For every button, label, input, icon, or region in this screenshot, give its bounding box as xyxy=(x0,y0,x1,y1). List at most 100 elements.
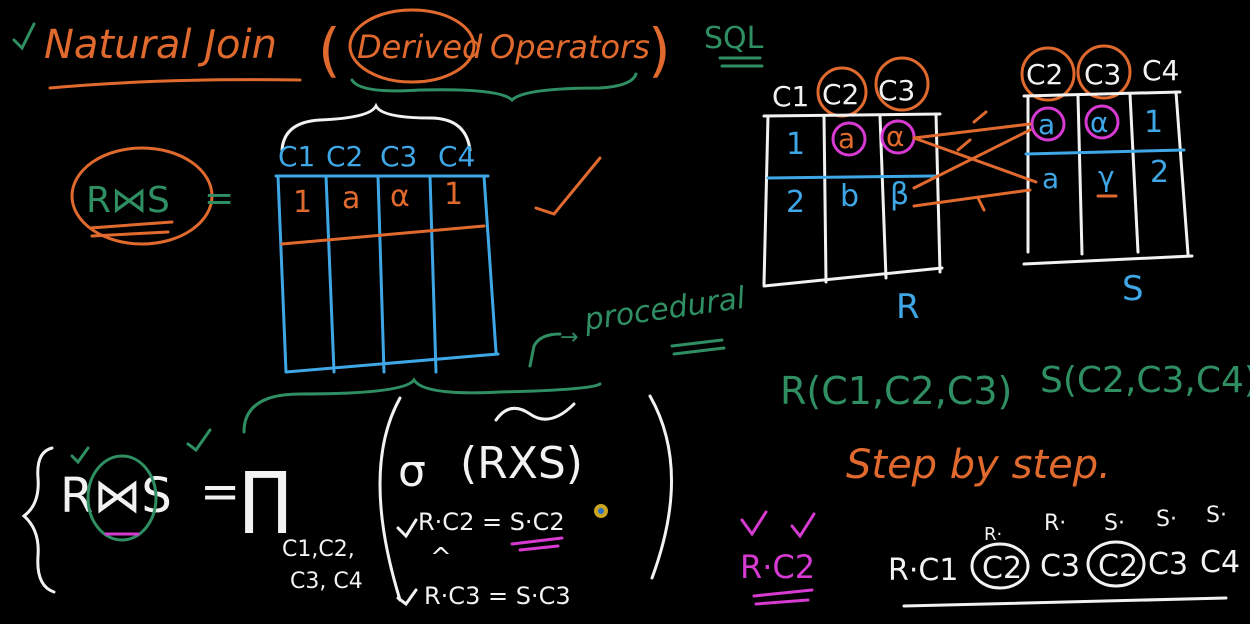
derived-circle xyxy=(348,8,476,84)
table-s-cell-1-2: α xyxy=(1090,106,1108,139)
formula-paren-right xyxy=(648,394,673,580)
result-col-1: R·C1 xyxy=(888,553,958,588)
title-derived: Derived xyxy=(357,28,483,66)
cond1-underline-1 xyxy=(510,536,564,546)
formula-sigma: σ xyxy=(398,446,426,497)
result-col-2: C2 xyxy=(982,551,1022,586)
table-s-cell-1-3: 1 xyxy=(1144,105,1163,140)
procedural-arrow xyxy=(528,332,562,368)
result-prefixes: R· R· S· S· S· xyxy=(984,503,1227,545)
table-r-c3-circle xyxy=(874,56,930,112)
procedural-label: procedural xyxy=(581,281,748,338)
check-mark xyxy=(396,518,418,539)
table-s-cell-2-2: γ xyxy=(1098,160,1115,193)
formula-pi-subscript-1: C1,C2, xyxy=(282,537,355,562)
rxs-underline-1 xyxy=(88,220,174,230)
table-s-cell-2-3: 2 xyxy=(1150,155,1169,190)
rxs-squiggle xyxy=(494,402,576,422)
result-col-5: C3 xyxy=(1148,547,1188,582)
left-table-headers: C1 C2 C3 C4 xyxy=(278,140,475,173)
left-table-row: 1 a α 1 xyxy=(293,177,463,220)
title-brace xyxy=(350,72,638,103)
table-s-headers: C2 C3 C4 xyxy=(1026,54,1179,91)
schema-r: R(C1,C2,C3) xyxy=(780,369,1012,413)
formula-brace xyxy=(242,377,602,434)
check-mark xyxy=(396,588,418,607)
check-mark xyxy=(534,156,602,216)
result-col-4-circle xyxy=(1086,540,1146,588)
left-header-c2: C2 xyxy=(326,140,363,173)
table-r-header-c1: C1 xyxy=(772,80,809,113)
title-sql: SQL xyxy=(704,21,764,56)
result-prefix-1: R· xyxy=(984,524,1002,545)
result-prefix-2: R· xyxy=(1044,511,1066,536)
result-col-3: C3 xyxy=(1040,549,1080,584)
rxs-label: R⋈S xyxy=(86,180,170,221)
left-table-grid xyxy=(274,174,500,374)
table-r-a-circle xyxy=(831,121,867,157)
table-r-header-c2: C2 xyxy=(822,78,859,111)
formula-cond1: R·C2 = S·C2 xyxy=(418,508,565,536)
result-prefix-4: S· xyxy=(1156,507,1177,532)
formula-equals: = xyxy=(200,464,240,520)
schema-s: S(C2,C3,C4) xyxy=(1040,360,1250,401)
formula-brace-left xyxy=(21,446,56,594)
table-r-cell-2-1: 2 xyxy=(786,185,805,220)
result-prefix-5: S· xyxy=(1206,503,1227,528)
result-columns: R·C1 C2 C3 C2 C3 C4 xyxy=(888,540,1240,590)
left-cell-4: 1 xyxy=(444,177,463,212)
table-r-cell-1-3: α xyxy=(886,120,904,153)
rc2-underline-1 xyxy=(752,588,814,598)
table-s-cell-1-1: a xyxy=(1038,108,1055,141)
table-s-header-c2: C2 xyxy=(1026,58,1063,91)
title-underline xyxy=(48,78,302,90)
result-col-2-circle xyxy=(970,542,1030,590)
check-mark xyxy=(70,446,90,465)
table-s-c2-circle xyxy=(1020,46,1076,102)
rxs-equals: = xyxy=(204,178,234,219)
join-lines xyxy=(912,110,1038,212)
rc2-underline-2 xyxy=(754,598,810,606)
join-symbol-circle xyxy=(86,454,158,542)
procedural-arrow-head: → xyxy=(560,325,578,350)
table-s-grid xyxy=(1022,90,1194,266)
check-mark xyxy=(790,512,816,539)
title-paren-close: ) xyxy=(648,16,671,84)
left-table-brace xyxy=(280,102,472,152)
table-s-header-c4: C4 xyxy=(1142,54,1179,87)
table-s-a-circle xyxy=(1030,106,1066,142)
left-header-c3: C3 xyxy=(380,140,417,173)
check-mark xyxy=(186,428,212,453)
table-r-cell-2-3: β xyxy=(890,177,909,212)
table-s-cell-2-1: a xyxy=(1042,162,1059,195)
check-mark xyxy=(740,510,768,537)
cond1-underline-2 xyxy=(518,544,560,552)
title-paren-open: ( xyxy=(318,16,341,84)
table-s-alpha-circle xyxy=(1084,104,1120,140)
table-r-grid xyxy=(762,112,944,288)
formula-paren-left xyxy=(378,396,402,602)
formula-pi-subscript-2: C3, C4 xyxy=(290,569,363,594)
table-r-cell-2-2: b xyxy=(840,179,859,214)
formula-cross: (RXS) xyxy=(460,438,583,489)
title-operators: Operators xyxy=(490,28,650,66)
step-by-step: Step by step. xyxy=(846,442,1111,488)
title-natural-join: Natural Join xyxy=(44,22,277,68)
table-r-name: R xyxy=(896,287,920,327)
result-prefix-3: S· xyxy=(1104,511,1125,536)
cursor-dot-inner xyxy=(598,508,604,514)
table-r-cell-1-1: 1 xyxy=(786,127,805,162)
procedural-underline-1 xyxy=(670,338,724,348)
result-col-6: C4 xyxy=(1200,545,1240,580)
check-mark xyxy=(12,22,36,51)
rxs-circle xyxy=(70,146,214,246)
table-r-cell-1-2: a xyxy=(838,122,855,155)
rxs-underline-2 xyxy=(90,230,170,238)
formula-and: ^ xyxy=(430,543,452,573)
table-s-header-c3: C3 xyxy=(1084,58,1121,91)
formula-cond2: R·C3 = S·C3 xyxy=(424,582,571,610)
procedural-underline-2 xyxy=(672,346,726,356)
left-cell-2: a xyxy=(342,181,360,216)
left-cell-1: 1 xyxy=(293,185,312,220)
